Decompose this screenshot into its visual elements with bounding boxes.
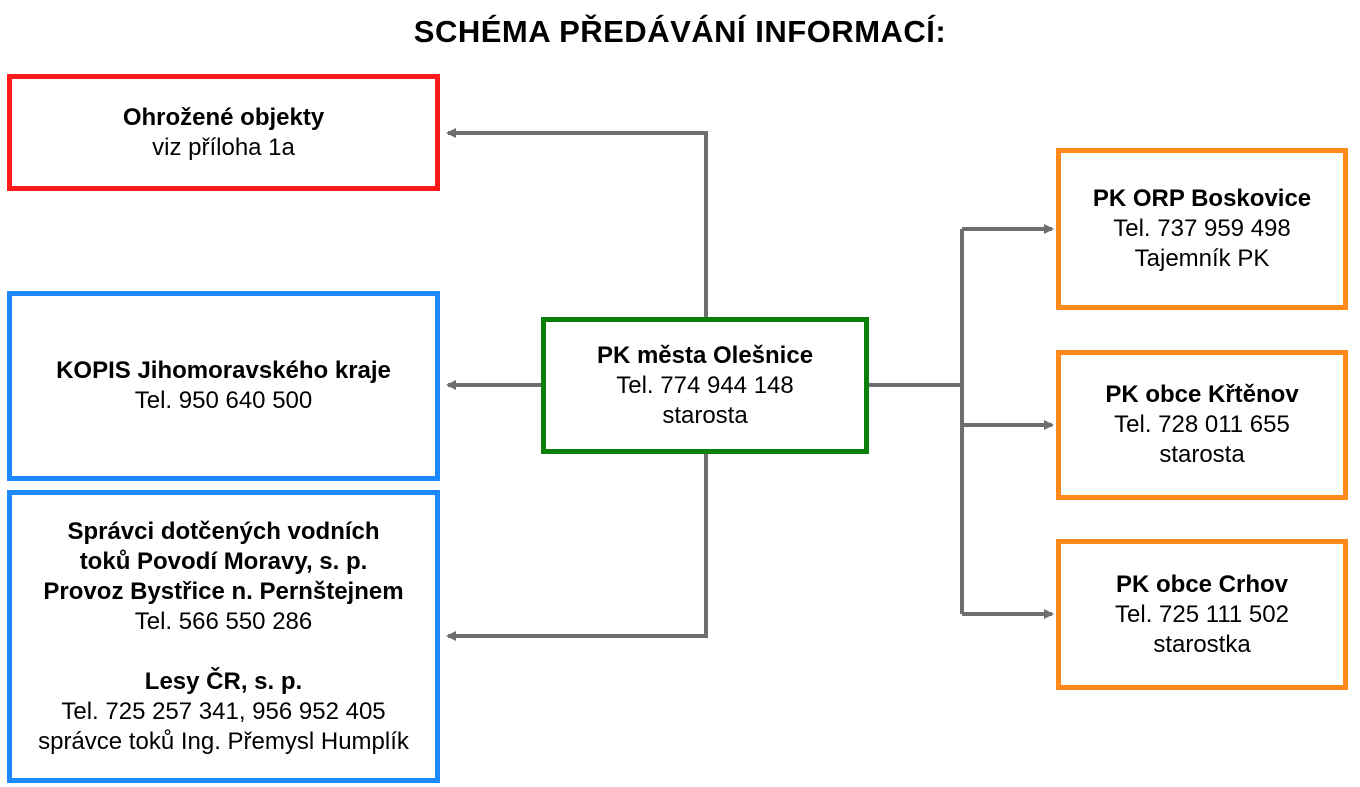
center-name: PK města Olešnice (596, 341, 814, 369)
boskovice-box: PK ORP Boskovice Tel. 737 959 498 Tajemn… (1056, 148, 1348, 310)
krtenov-name: PK obce Křtěnov (1105, 381, 1299, 408)
crhov-name: PK obce Crhov (1115, 570, 1289, 598)
boskovice-name: PK ORP Boskovice (1092, 185, 1312, 212)
krtenov-phone: Tel. 728 011 655 (1114, 411, 1290, 438)
spravci-phone: Tel. 566 550 286 (134, 607, 313, 635)
lesy-name: Lesy ČR, s. p. (144, 667, 303, 695)
boskovice-role: Tajemník PK (1134, 245, 1270, 272)
kopis-name: KOPIS Jihomoravského kraje (56, 357, 391, 384)
lesy-note: správce toků Ing. Přemysl Humplík (38, 727, 409, 755)
lesy-phone: Tel. 725 257 341, 956 952 405 (61, 697, 386, 725)
ohrozene-objekty-box: Ohrožené objekty viz příloha 1a (7, 74, 440, 191)
spravci-box: Správci dotčených vodních toků Povodí Mo… (7, 490, 440, 783)
diagram-title: SCHÉMA PŘEDÁVÁNÍ INFORMACÍ: (413, 14, 947, 49)
center-box: PK města Olešnice Tel. 774 944 148 staro… (541, 317, 869, 454)
spravci-name-line3: Provoz Bystřice n. Pernštejnem (43, 577, 404, 605)
kopis-phone: Tel. 950 640 500 (134, 387, 313, 414)
boskovice-phone: Tel. 737 959 498 (1113, 215, 1291, 242)
krtenov-box: PK obce Křtěnov Tel. 728 011 655 starost… (1056, 350, 1348, 500)
crhov-phone: Tel. 725 111 502 (1115, 600, 1289, 628)
spravci-name-line1: Správci dotčených vodních (67, 517, 380, 545)
connector-to-ohrozene (446, 128, 708, 318)
center-role: starosta (662, 401, 748, 429)
kopis-box: KOPIS Jihomoravského kraje Tel. 950 640 … (7, 291, 440, 481)
spravci-name-line2: toků Povodí Moravy, s. p. (79, 547, 368, 575)
center-phone: Tel. 774 944 148 (616, 371, 794, 399)
crhov-role: starostka (1153, 630, 1251, 658)
crhov-box: PK obce Crhov Tel. 725 111 502 starostka (1056, 539, 1348, 690)
ohrozene-name: Ohrožené objekty (122, 103, 325, 131)
krtenov-role: starosta (1159, 441, 1245, 468)
connector-to-spravci (446, 453, 708, 641)
ohrozene-note: viz příloha 1a (152, 133, 295, 161)
